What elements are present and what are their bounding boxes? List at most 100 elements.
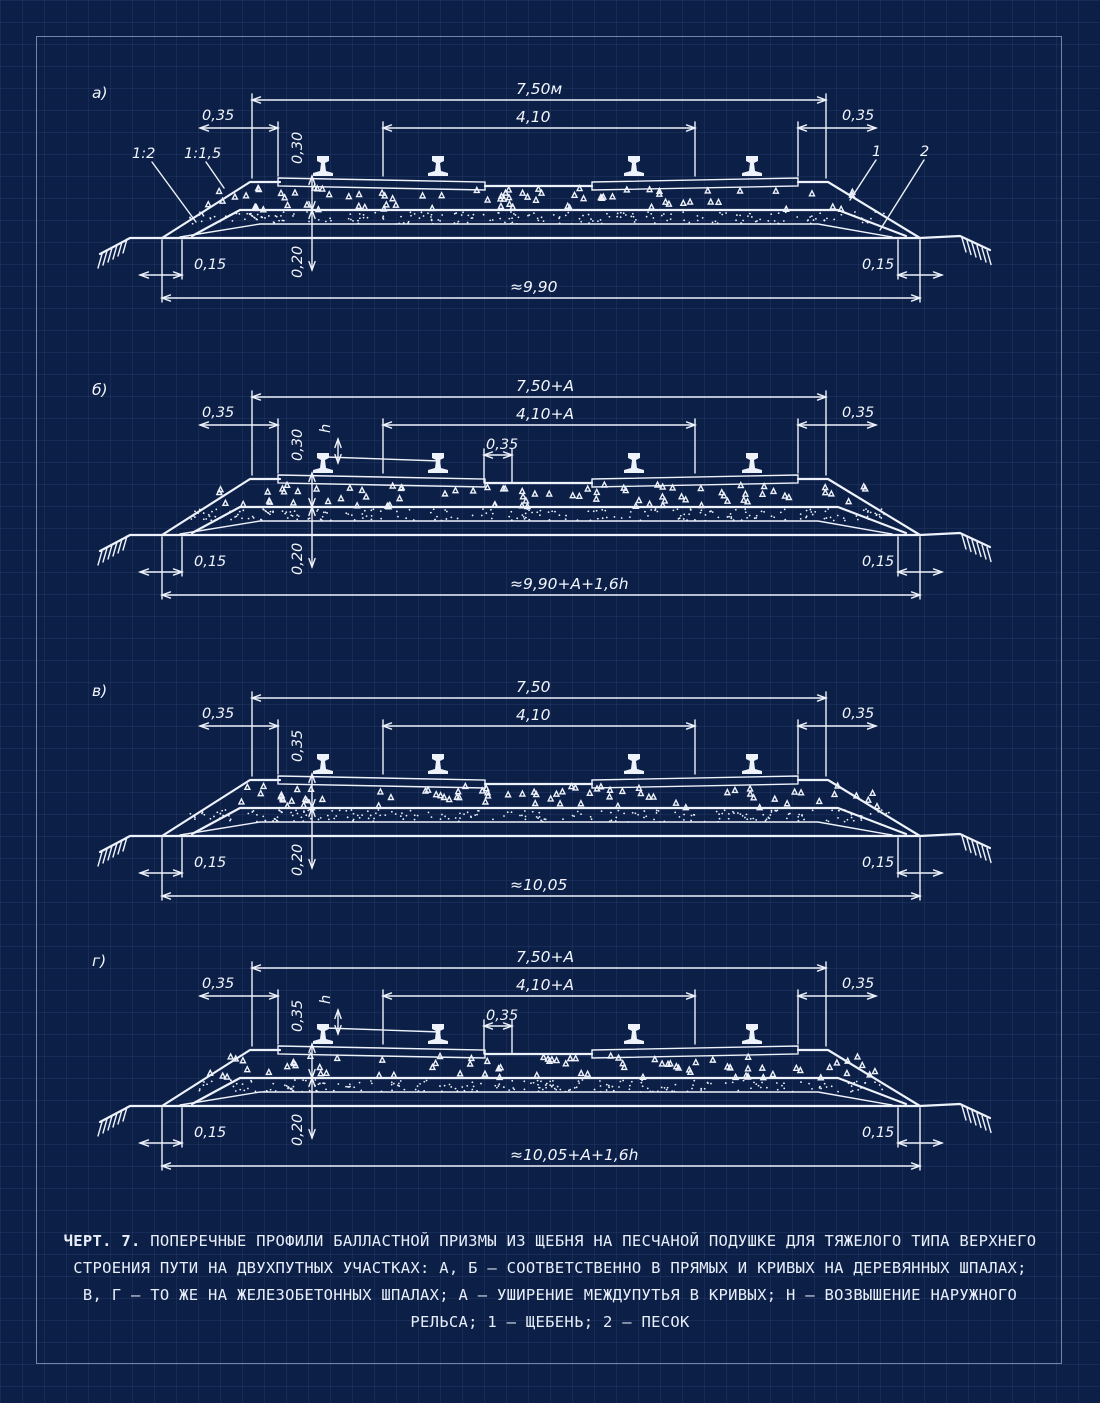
sand-mark [238,213,241,215]
sand-mark [514,214,517,216]
dimension-shoulder-right [795,992,879,1000]
sand-mark [759,218,762,221]
sand-mark [209,217,212,220]
sand-mark [242,509,245,512]
sand-mark [770,213,773,216]
sand-mark [582,214,584,217]
sand-mark [678,816,681,818]
sand-mark [573,1086,576,1089]
gravel-mark [438,191,446,199]
sand-mark [278,809,281,812]
sand-mark [319,816,322,819]
gravel-mark [797,788,805,796]
sand-mark [660,1090,663,1093]
sand-mark [390,1081,393,1084]
sand-mark [552,213,555,216]
gravel-mark [441,489,449,497]
sand-mark [252,517,255,519]
gravel-mark [567,781,576,790]
gravel-mark [586,788,594,796]
sand-mark [384,814,387,817]
sand-mark [366,216,369,219]
sand-mark [352,819,354,822]
sand-mark [690,814,693,817]
sand-mark [710,510,712,512]
sand-mark [878,515,881,518]
leader-line [205,161,225,189]
sand-mark [532,1081,535,1084]
sand-mark [545,1086,547,1089]
sand-mark [688,513,691,516]
dimension-sand-depth [308,504,316,570]
sand-mark [322,1082,325,1085]
sand-mark [472,213,475,216]
sand-mark [549,1080,552,1083]
sand-mark [460,214,463,216]
gravel-mark [655,189,664,197]
sand-mark [293,213,295,215]
sand-mark [536,511,539,514]
sand-mark [267,215,270,217]
sand-mark [577,1080,580,1082]
sand-mark [194,516,196,519]
gravel-mark [821,488,829,496]
gravel-mark [852,791,861,799]
sand-mark [812,219,815,221]
sand-mark [864,1082,866,1084]
gravel-mark [744,1072,752,1080]
sand-mark [427,212,429,215]
gravel-mark [531,489,539,497]
sand-mark [627,820,629,823]
sand-mark [291,515,294,517]
ground-hatch [97,550,103,566]
sand-mark [447,817,450,820]
gravel-mark [531,798,539,807]
gravel-mark [388,194,397,202]
sand-mark [832,519,835,522]
sand-mark [439,818,442,821]
sand-mark [337,1083,340,1085]
gravel-mark [545,1056,554,1065]
gravel-mark [864,795,872,803]
ground-hatch [961,835,967,851]
dimension-label: 4,10+А [516,405,574,423]
sand-mark [653,222,656,224]
sand-mark [471,1081,474,1084]
sand-mark [847,1082,850,1085]
sand-mark [358,1081,361,1084]
gravel-mark [853,1052,862,1060]
gravel-mark [692,1058,700,1066]
sand-mark [444,815,446,818]
sand-mark [440,519,443,522]
gravel-mark [375,1070,383,1079]
sand-mark [692,1084,694,1087]
sand-mark [755,1083,758,1085]
sand-mark [655,812,658,814]
gravel-mark [635,496,643,504]
sand-mark [571,814,574,817]
sand-mark [746,516,749,519]
sand-mark [437,218,440,221]
sand-mark [360,1089,363,1092]
dimension-label: 0,30 [290,429,306,461]
sand-mark [581,1079,584,1081]
sand-mark [202,512,205,514]
gravel-mark [353,501,361,509]
gravel-mark [278,484,287,492]
gravel-mark [378,188,386,196]
gravel-mark [771,794,779,802]
sand-mark [390,1083,393,1086]
sand-mark [683,813,685,816]
sand-mark [419,1082,421,1085]
dimension-sand-depth [308,805,316,871]
sand-mark [399,815,402,818]
sand-mark [811,1087,813,1090]
sand-mark [595,509,598,512]
sand-mark [274,215,277,217]
gravel-mark [720,491,728,499]
sand-mark [538,811,541,814]
sand-mark [436,515,438,518]
sand-mark [731,1081,734,1084]
sand-mark [831,809,834,812]
sand-mark [745,813,748,816]
